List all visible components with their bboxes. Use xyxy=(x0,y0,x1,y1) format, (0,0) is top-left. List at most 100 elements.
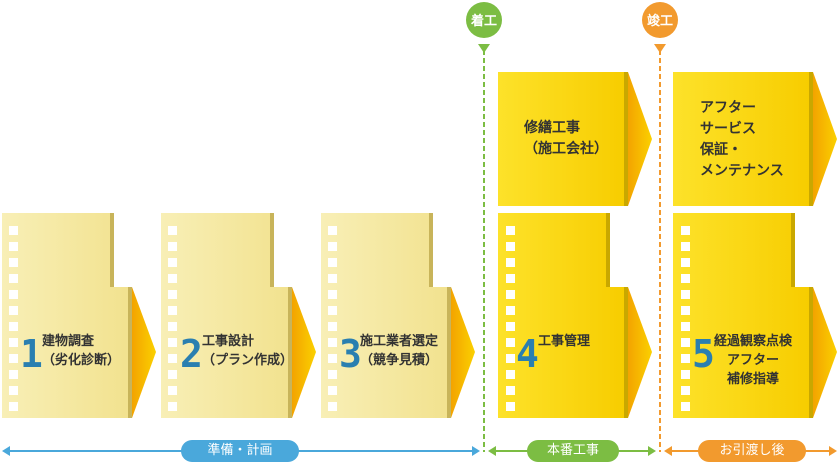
step-1-number: 1 xyxy=(20,332,43,376)
step-5-title: 経過観察点検 xyxy=(714,334,793,349)
after-box-line2: サービス xyxy=(700,121,756,137)
film-square xyxy=(9,386,18,395)
film-square xyxy=(328,290,337,299)
film-square xyxy=(328,274,337,283)
step-box-1 xyxy=(2,213,156,418)
film-square xyxy=(168,258,177,267)
film-square xyxy=(506,306,515,315)
step-3-subtitle: （競争見積） xyxy=(360,353,439,368)
film-square xyxy=(9,402,18,411)
film-square xyxy=(328,386,337,395)
film-square xyxy=(681,354,690,363)
completion-pin xyxy=(642,2,678,53)
step-5-text: 経過観察点検 アフター 補修指導 xyxy=(714,332,792,389)
film-square xyxy=(168,306,177,315)
film-square xyxy=(681,290,690,299)
arrow-5 xyxy=(813,287,837,418)
film-square xyxy=(681,322,690,331)
film-square xyxy=(681,386,690,395)
film-square xyxy=(506,338,515,347)
film-square xyxy=(168,402,177,411)
step-2-title: 工事設計 xyxy=(202,334,255,349)
film-square xyxy=(506,402,515,411)
after-box-line1: アフター xyxy=(700,100,756,116)
film-square xyxy=(168,322,177,331)
construction-box-line2: （施工会社） xyxy=(524,141,608,157)
film-square xyxy=(328,338,337,347)
film-square xyxy=(168,274,177,283)
arrow-3 xyxy=(451,287,475,418)
film-square xyxy=(681,226,690,235)
film-square xyxy=(328,370,337,379)
film-square xyxy=(681,306,690,315)
film-square xyxy=(168,290,177,299)
film-square xyxy=(9,258,18,267)
step-box-5 xyxy=(673,213,837,418)
step-box-4 xyxy=(498,213,652,418)
film-square xyxy=(506,322,515,331)
film-square xyxy=(681,274,690,283)
film-square xyxy=(506,354,515,363)
film-square xyxy=(506,226,515,235)
after-box-line3: 保証・ xyxy=(700,142,742,158)
phase-planning-label: 準備・計画 xyxy=(207,443,273,458)
film-square xyxy=(9,226,18,235)
film-square xyxy=(328,402,337,411)
film-square xyxy=(9,274,18,283)
step-box-2 xyxy=(161,213,316,418)
arrow-1 xyxy=(132,287,156,418)
top-box-after xyxy=(673,72,837,206)
film-square xyxy=(168,386,177,395)
phase-handover xyxy=(664,440,837,462)
construction-box-text: 修繕工事 （施工会社） xyxy=(524,118,608,160)
construction-box-line1: 修繕工事 xyxy=(524,120,580,136)
step-5-subtitle: アフター xyxy=(727,353,780,368)
film-square xyxy=(168,354,177,363)
film-square xyxy=(328,322,337,331)
step-2-subtitle: （プラン作成） xyxy=(202,353,294,368)
phase-handover-label: お引渡し後 xyxy=(719,443,785,458)
step-5-subtitle2: 補修指導 xyxy=(727,372,780,387)
step-4-number: 4 xyxy=(516,332,539,376)
film-square xyxy=(9,322,18,331)
completion-milestone-label: 竣工 xyxy=(646,14,673,29)
step-2-number: 2 xyxy=(180,332,203,376)
step-box-3 xyxy=(321,213,475,418)
phase-planning xyxy=(2,440,480,462)
top-box-construction xyxy=(498,72,652,206)
film-square xyxy=(9,306,18,315)
start-milestone-label: 着工 xyxy=(470,14,497,29)
film-square xyxy=(681,402,690,411)
film-square xyxy=(506,386,515,395)
film-square xyxy=(168,338,177,347)
film-square xyxy=(9,242,18,251)
film-square xyxy=(328,242,337,251)
after-box-line4: メンテナンス xyxy=(700,163,784,179)
phase-construction xyxy=(488,440,656,462)
step-3-text: 施工業者選定 （競争見積） xyxy=(360,332,438,370)
film-square xyxy=(681,242,690,251)
film-square xyxy=(168,242,177,251)
film-square xyxy=(168,370,177,379)
film-square xyxy=(328,354,337,363)
film-square xyxy=(9,290,18,299)
film-square xyxy=(681,338,690,347)
step-4-text: 工事管理 xyxy=(538,332,590,351)
film-square xyxy=(506,242,515,251)
film-square xyxy=(9,338,18,347)
film-square xyxy=(506,290,515,299)
step-2-text: 工事設計 （プラン作成） xyxy=(202,332,293,370)
start-pin xyxy=(466,2,502,53)
step-4-title: 工事管理 xyxy=(538,334,591,349)
step-1-text: 建物調査 （劣化診断） xyxy=(42,332,120,370)
step-3-title: 施工業者選定 xyxy=(360,334,439,349)
film-square xyxy=(506,274,515,283)
step-3-number: 3 xyxy=(339,332,362,376)
film-square xyxy=(328,258,337,267)
step-1-subtitle: （劣化診断） xyxy=(42,353,121,368)
film-square xyxy=(9,354,18,363)
film-square xyxy=(9,370,18,379)
film-square xyxy=(328,226,337,235)
film-square xyxy=(506,258,515,267)
